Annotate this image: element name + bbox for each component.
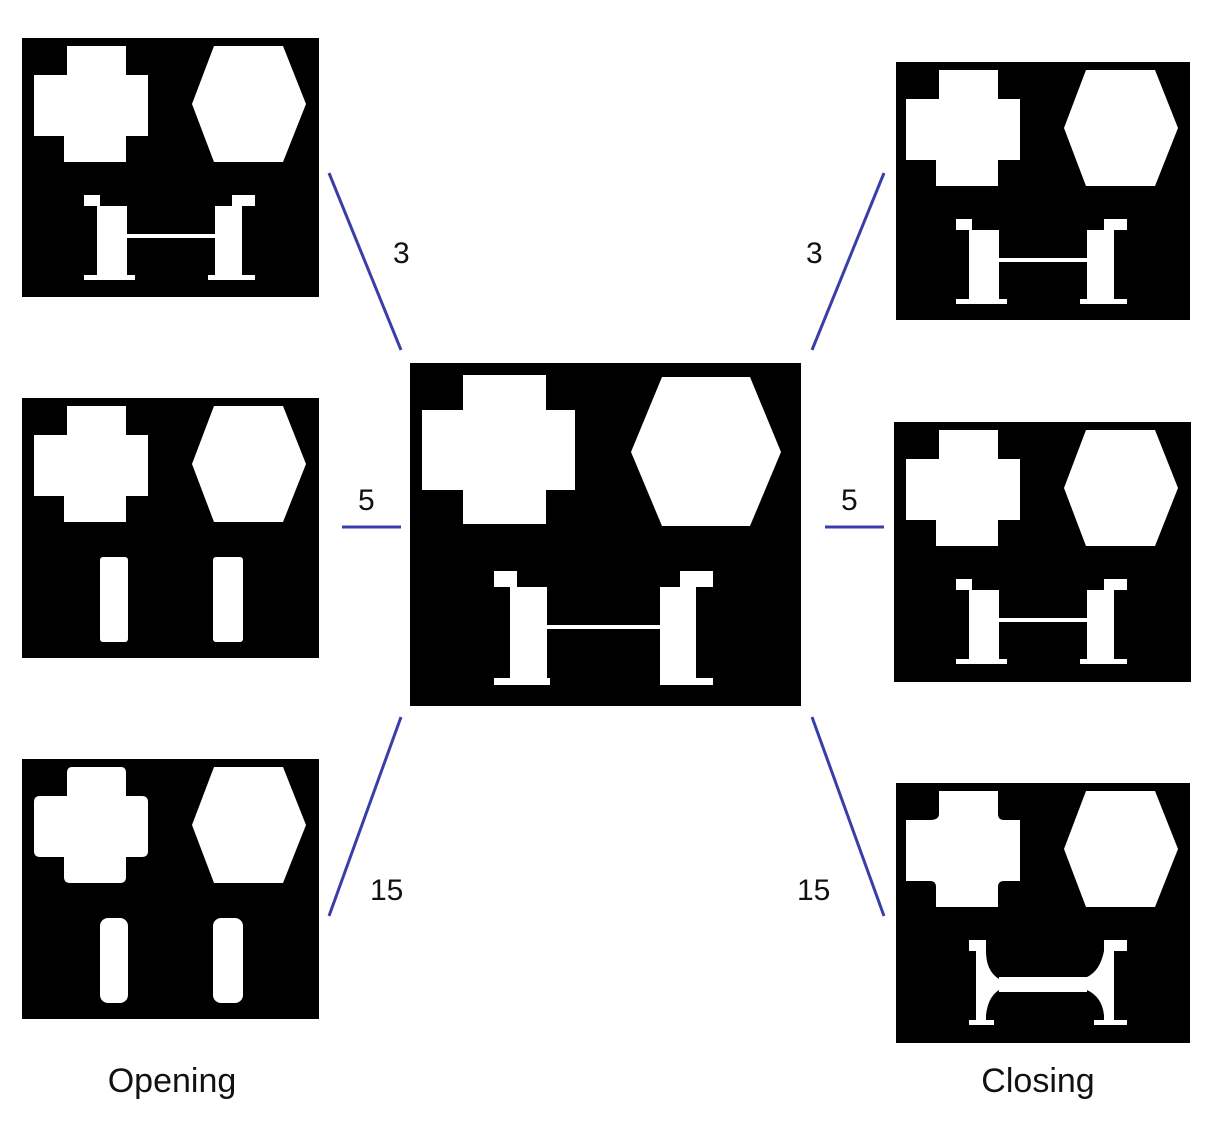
connector-closing-3 <box>810 172 886 351</box>
cross-shape <box>422 375 575 524</box>
closing-3-panel <box>896 62 1190 320</box>
connector-closing-15 <box>810 716 886 917</box>
opening-15-panel <box>22 759 319 1019</box>
closing-5-panel <box>894 422 1191 682</box>
hexagon-shape <box>631 377 781 526</box>
radius-label-closing-15: 15 <box>797 874 830 907</box>
connector-opening-15 <box>327 716 403 917</box>
connectors <box>327 172 886 917</box>
connector-opening-3 <box>327 172 403 351</box>
radius-label-opening-15: 15 <box>370 874 403 907</box>
radius-label-closing-3: 3 <box>806 237 823 270</box>
i-beam-shape <box>494 571 713 685</box>
radius-label-closing-5: 5 <box>841 484 858 517</box>
radius-label-opening-3: 3 <box>393 237 410 270</box>
opening-5-panel <box>22 398 319 658</box>
original-panel <box>410 363 801 706</box>
closing-caption: Closing <box>981 1062 1094 1100</box>
opening-3-panel <box>22 38 319 297</box>
radius-label-opening-5: 5 <box>358 484 375 517</box>
opening-caption: Opening <box>108 1062 237 1100</box>
closing-15-panel <box>896 783 1190 1043</box>
